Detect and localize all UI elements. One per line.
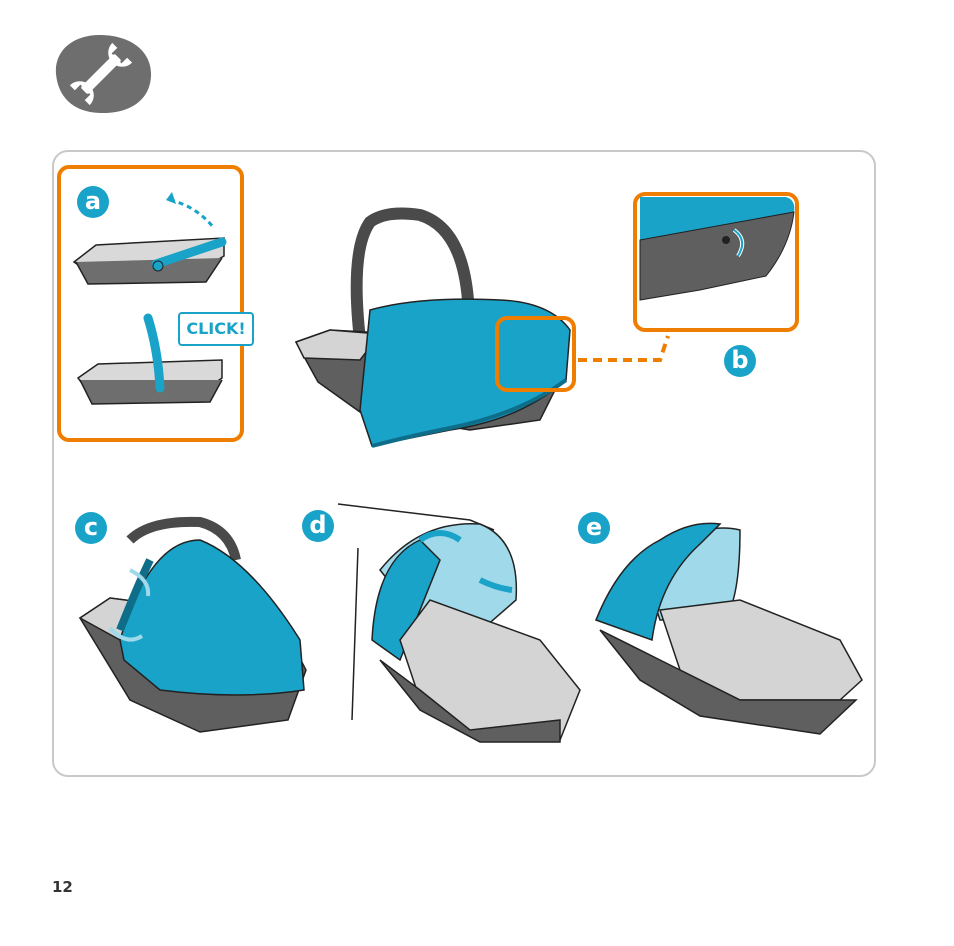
page-number: 12 [52, 878, 73, 896]
detail-connector [578, 336, 668, 360]
step-badge-e: e [578, 512, 610, 544]
step-badge-c: c [75, 512, 107, 544]
step-b-detail [640, 197, 794, 300]
step-d-illustration [338, 504, 580, 742]
step-badge-a: a [77, 186, 109, 218]
step-c-illustration [80, 522, 306, 732]
step-badge-b: b [724, 345, 756, 377]
click-callout: CLICK! [178, 312, 254, 346]
car-seat-main [296, 214, 570, 446]
step-badge-d: d [302, 510, 334, 542]
step-e-illustration [596, 523, 862, 734]
